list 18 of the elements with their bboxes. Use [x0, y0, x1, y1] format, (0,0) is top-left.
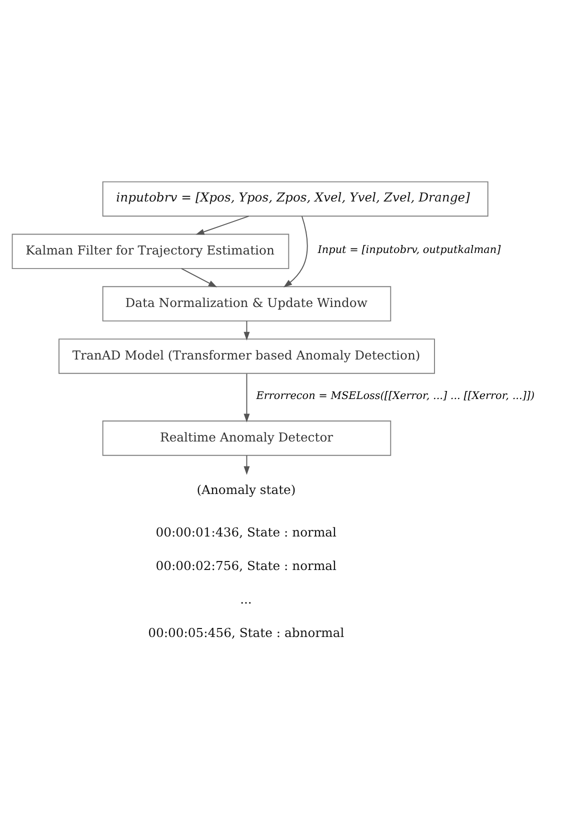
arrow — [244, 320, 250, 340]
arrow — [196, 215, 250, 234]
node-box: Kalman Filter for Trajectory Estimation — [12, 233, 290, 269]
arrow — [244, 454, 250, 474]
edge-label: Errorrecon = MSELoss([[Xerror, ...] ... [[Xerror, ...]]) — [256, 389, 535, 402]
node-text: (Anomaly state) — [196, 482, 296, 496]
node-box: Realtime Anomaly Detector — [102, 420, 392, 456]
node-box: inputobrv = [Xpos, Ypos, Zpos, Xvel, Yvel, Zvel, Drange] — [102, 180, 488, 216]
arrow — [284, 215, 308, 287]
label: ... — [240, 592, 252, 606]
node-box: TranAD Model (Transformer based Anomaly Detection) — [58, 338, 435, 374]
label: 00:00:02:756, State : normal — [156, 558, 337, 573]
arrow — [180, 268, 218, 287]
label: 00:00:01:436, State : normal — [156, 525, 337, 540]
node-box: Data Normalization & Update Window — [102, 286, 392, 321]
label: 00:00:05:456, State : abnormal — [148, 625, 344, 640]
edge-label: Input = [inputobrv, outputkalman] — [318, 244, 501, 256]
arrow — [244, 372, 250, 422]
